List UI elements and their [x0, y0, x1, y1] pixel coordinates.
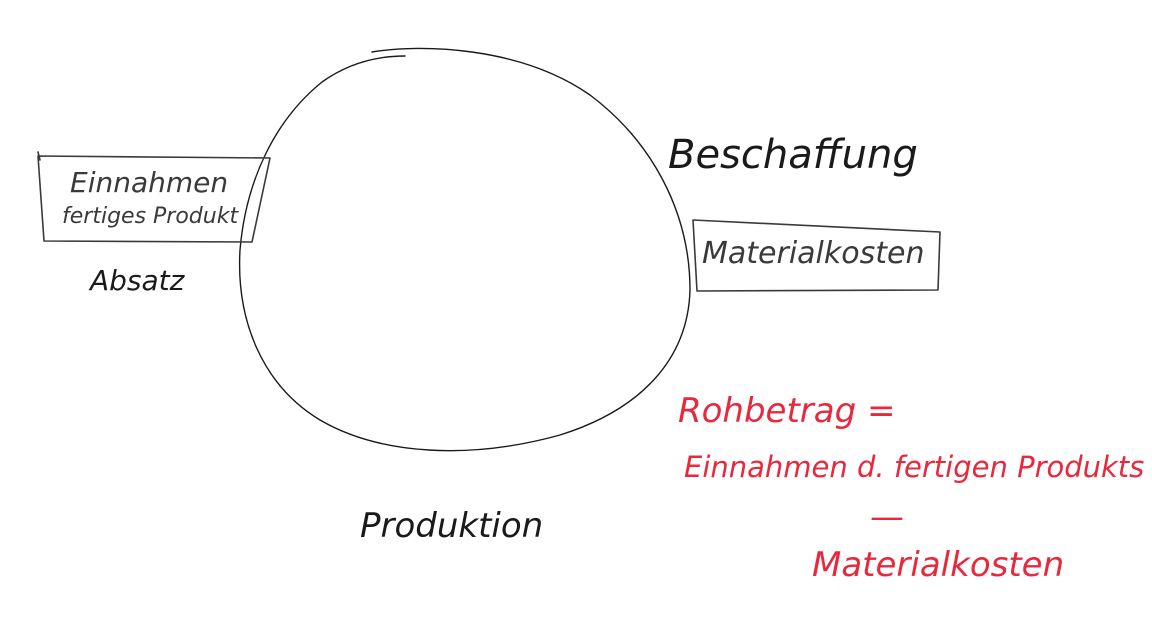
einnahmen-box — [37, 155, 271, 243]
formula-line1: Rohbetrag = — [678, 391, 896, 431]
materialkosten-box-text: Materialkosten — [702, 236, 924, 271]
beschaffung-label: Beschaffung — [668, 132, 918, 178]
einnahmen-box-line2: fertiges Produkt — [62, 204, 239, 229]
absatz-label: Absatz — [88, 264, 186, 297]
produktion-label: Produktion — [360, 506, 543, 546]
formula-line2: Einnahmen d. fertigen Produkts — [684, 450, 1144, 484]
formula-minus-operator: — — [870, 497, 904, 537]
formula-line3: Materialkosten — [812, 545, 1064, 585]
materialkosten-box — [692, 219, 941, 292]
cycle-circle — [238, 47, 691, 452]
einnahmen-box-edge-stroke — [37, 151, 41, 161]
einnahmen-box-line1: Einnahmen — [70, 166, 228, 199]
